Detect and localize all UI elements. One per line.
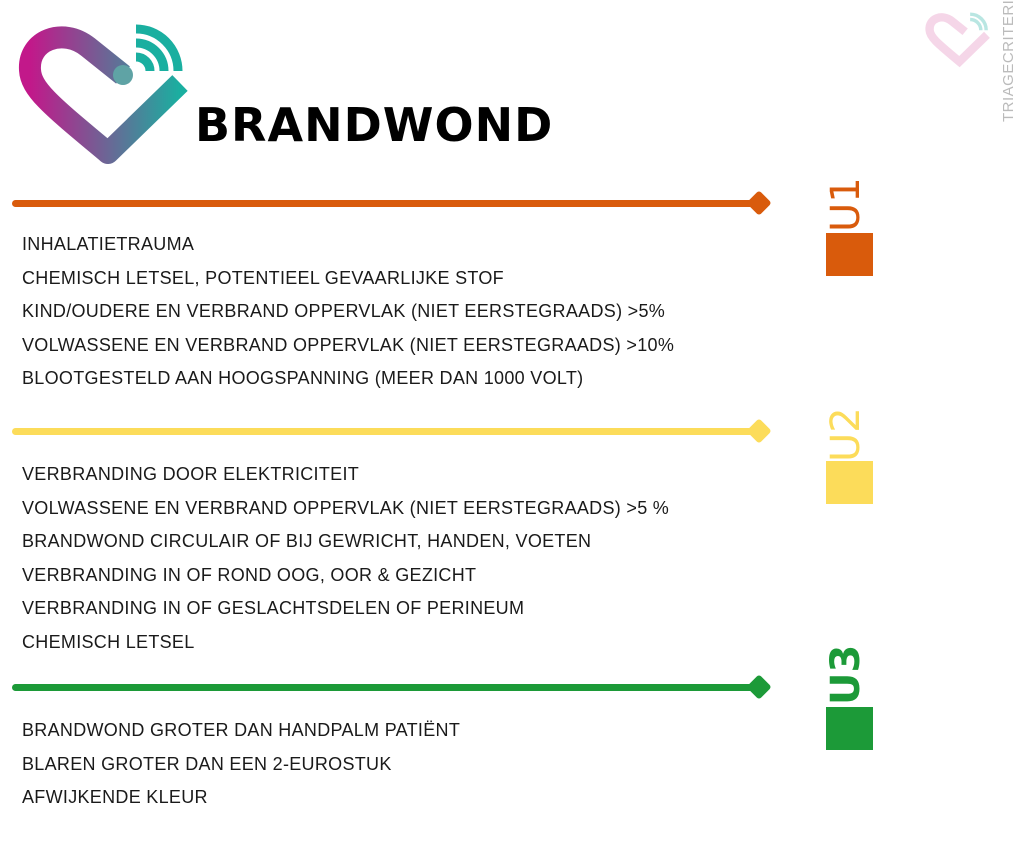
list-item: BRANDWOND GROTER DAN HANDPALM PATIËNT <box>22 720 461 740</box>
u3-list: BRANDWOND GROTER DAN HANDPALM PATIËNT BL… <box>22 714 460 815</box>
list-item: INHALATIETRAUMA <box>22 234 195 254</box>
list-item: BLOOTGESTELD AAN HOOGSPANNING (MEER DAN … <box>22 368 584 388</box>
list-item: AFWIJKENDE KLEUR <box>22 787 208 807</box>
watermark-text: TRIAGECRITERIA <box>1000 0 1017 122</box>
u3-label: U3 <box>823 644 869 705</box>
u2-diamond-icon <box>746 418 772 444</box>
list-item: VERBRANDING DOOR ELEKTRICITEIT <box>22 464 360 484</box>
u2-badge <box>826 461 873 504</box>
u1-label: U1 <box>823 177 869 232</box>
list-item: KIND/OUDERE EN VERBRAND OPPERVLAK (NIET … <box>22 301 666 321</box>
watermark-logo-icon <box>925 12 990 68</box>
list-item: BRANDWOND CIRCULAIR OF BIJ GEWRICHT, HAN… <box>22 531 592 551</box>
list-item: VOLWASSENE EN VERBRAND OPPERVLAK (NIET E… <box>22 334 675 355</box>
u3-divider <box>12 684 760 691</box>
list-item: VOLWASSENE EN VERBRAND OPPERVLAK (NIET E… <box>22 497 670 518</box>
list-item: VERBRANDING IN OF ROND OOG, OOR & GEZICH… <box>22 564 477 585</box>
list-item: CHEMISCH LETSEL <box>22 631 195 652</box>
u2-divider <box>12 428 760 435</box>
u1-badge <box>826 233 873 276</box>
u3-diamond-icon <box>746 674 772 700</box>
list-item: VERBRANDING IN OF GESLACHTSDELEN OF PERI… <box>22 598 525 618</box>
list-item: BLAREN GROTER DAN EEN 2-EUROSTUK <box>22 753 392 774</box>
list-item: CHEMISCH LETSEL, POTENTIEEL GEVAARLIJKE … <box>22 267 504 288</box>
u2-list: VERBRANDING DOOR ELEKTRICITEIT VOLWASSEN… <box>22 458 669 659</box>
logo-heart-icon <box>19 24 188 164</box>
page-title: BRANDWOND <box>195 98 554 152</box>
u1-divider <box>12 200 760 207</box>
u1-list: INHALATIETRAUMA CHEMISCH LETSEL, POTENTI… <box>22 228 674 396</box>
u2-label: U2 <box>823 407 869 462</box>
u1-diamond-icon <box>746 190 772 216</box>
u3-badge <box>826 707 873 750</box>
